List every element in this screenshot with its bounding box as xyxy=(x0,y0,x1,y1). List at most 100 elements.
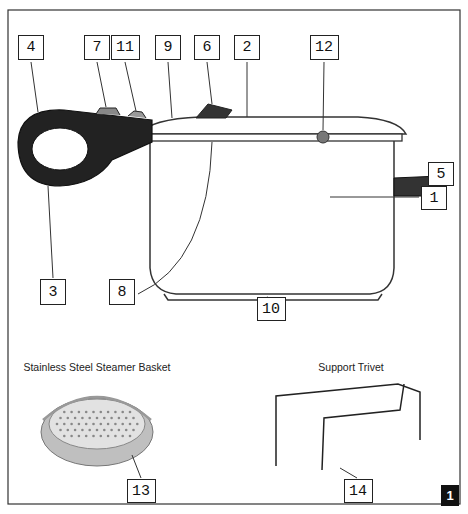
basket-hole xyxy=(63,411,66,414)
callout-text: 1 xyxy=(446,489,453,502)
lock-button xyxy=(96,108,120,115)
basket-hole xyxy=(70,411,73,414)
part-caption: Stainless Steel Steamer Basket xyxy=(21,361,172,373)
leader-lines xyxy=(31,62,419,478)
basket-hole xyxy=(121,423,124,426)
callout-text: 12 xyxy=(315,40,333,55)
callout-number: 2 xyxy=(234,35,260,60)
callout-number: 5 xyxy=(428,162,454,186)
callout-text: 9 xyxy=(163,40,172,55)
corner-figure-number: 1 xyxy=(441,485,459,506)
basket-hole xyxy=(81,417,84,420)
lid-rim xyxy=(144,134,402,141)
basket-hole xyxy=(74,429,77,432)
callout-number: 3 xyxy=(40,279,66,305)
basket-hole xyxy=(132,417,135,420)
callout-number: 12 xyxy=(310,35,339,60)
support-trivet xyxy=(322,384,404,470)
basket-hole xyxy=(92,411,95,414)
basket-hole xyxy=(107,423,110,426)
pressure-valve xyxy=(196,104,232,118)
callout-text: 11 xyxy=(116,40,134,55)
basket-hole xyxy=(67,417,70,420)
callout-number: 10 xyxy=(257,297,286,321)
callout-text: 5 xyxy=(436,167,445,182)
basket-hole xyxy=(118,429,121,432)
callout-text: 3 xyxy=(48,285,57,300)
lid-handle xyxy=(18,110,152,186)
basket-hole xyxy=(88,429,91,432)
safety-valve xyxy=(317,131,329,143)
support-trivet xyxy=(276,384,420,466)
basket-hole xyxy=(121,435,124,438)
pot-body xyxy=(150,140,394,294)
basket-hole xyxy=(114,423,117,426)
basket-hole xyxy=(114,411,117,414)
callout-number: 6 xyxy=(194,35,220,60)
basket-hole xyxy=(107,411,110,414)
basket-hole xyxy=(100,411,103,414)
basket-handle xyxy=(43,397,151,420)
basket-hole xyxy=(63,435,66,438)
basket-hole xyxy=(74,417,77,420)
callout-number: 13 xyxy=(127,479,156,503)
basket-hole xyxy=(103,417,106,420)
callout-text: 6 xyxy=(202,40,211,55)
basket-hole xyxy=(78,411,81,414)
frame xyxy=(8,10,460,504)
lid xyxy=(140,117,406,134)
basket-hole xyxy=(85,435,88,438)
handle-opening xyxy=(32,128,88,170)
basket-hole xyxy=(81,429,84,432)
basket-hole xyxy=(96,429,99,432)
basket-hole xyxy=(88,417,91,420)
callout-text: 2 xyxy=(242,40,251,55)
basket-hole xyxy=(96,417,99,420)
callout-number: 7 xyxy=(84,35,110,60)
basket-hole xyxy=(78,435,81,438)
basket-hole xyxy=(63,423,66,426)
basket-hole xyxy=(100,435,103,438)
callout-number: 4 xyxy=(18,35,44,60)
callout-text: 14 xyxy=(349,484,367,499)
callout-text: 7 xyxy=(92,40,101,55)
callout-number: 9 xyxy=(155,35,181,60)
callout-number: 11 xyxy=(111,35,140,60)
basket-hole xyxy=(129,423,132,426)
basket-hole xyxy=(132,429,135,432)
basket-hole xyxy=(107,435,110,438)
callout-text: 13 xyxy=(132,484,150,499)
callout-text: 8 xyxy=(117,285,126,300)
basket-hole xyxy=(92,435,95,438)
basket-hole xyxy=(78,423,81,426)
basket-hole xyxy=(103,429,106,432)
basket-hole xyxy=(70,435,73,438)
basket-hole xyxy=(118,417,121,420)
steamer-basket xyxy=(41,398,153,466)
basket-hole xyxy=(129,411,132,414)
basket-hole xyxy=(136,423,139,426)
basket-hole xyxy=(100,423,103,426)
basket-hole xyxy=(121,411,124,414)
callout-text: 1 xyxy=(429,191,438,206)
callout-number: 1 xyxy=(421,186,447,210)
basket-hole xyxy=(85,423,88,426)
basket-hole xyxy=(59,429,62,432)
callout-number: 8 xyxy=(109,279,135,305)
basket-hole xyxy=(70,423,73,426)
basket-hole xyxy=(67,429,70,432)
indicator xyxy=(128,111,146,118)
basket-hole xyxy=(92,423,95,426)
callout-text: 4 xyxy=(26,40,35,55)
basket-hole xyxy=(125,429,128,432)
basket-hole xyxy=(110,417,113,420)
basket-hole xyxy=(59,417,62,420)
callout-text: 10 xyxy=(262,302,280,317)
basket-hole xyxy=(114,435,117,438)
basket-hole xyxy=(56,423,59,426)
basket-hole xyxy=(85,411,88,414)
basket-hole xyxy=(129,435,132,438)
